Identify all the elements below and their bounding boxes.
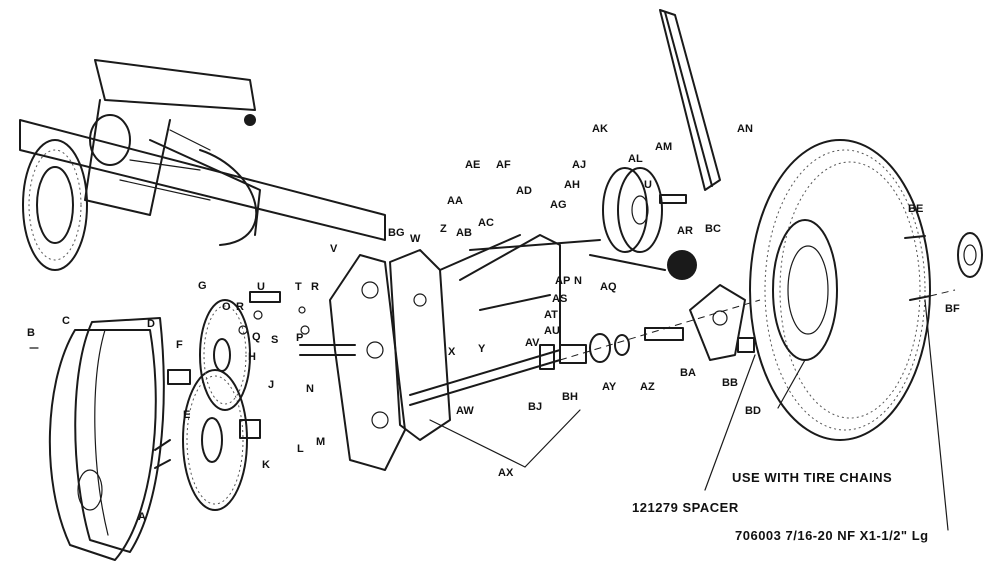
label-AK: AK <box>592 123 608 135</box>
label-O: O <box>222 301 231 313</box>
label-AP: AP <box>555 275 570 287</box>
label-AN: AN <box>737 123 753 135</box>
wheel-and-tire <box>749 139 931 441</box>
label-AD: AD <box>516 185 532 197</box>
label-AE: AE <box>465 159 480 171</box>
label-R-lower: R <box>236 301 244 313</box>
label-F: F <box>176 339 183 351</box>
bolt-and-cap <box>904 232 983 301</box>
label-AT: AT <box>544 309 558 321</box>
label-V: V <box>330 243 338 255</box>
label-AG: AG <box>550 199 567 211</box>
label-H: H <box>248 351 256 363</box>
label-BG: BG <box>388 227 405 239</box>
label-T: T <box>295 281 302 293</box>
label-J: J <box>268 379 274 391</box>
gears <box>154 299 261 511</box>
label-AL: AL <box>628 153 643 165</box>
label-BA: BA <box>680 367 696 379</box>
tractor-inset-illustration <box>19 59 386 271</box>
label-A: A <box>138 511 146 523</box>
label-P: P <box>296 332 303 344</box>
label-U-right: U <box>644 179 652 191</box>
label-AA: AA <box>447 195 463 207</box>
label-BH: BH <box>562 391 578 403</box>
label-C: C <box>62 315 70 327</box>
label-BJ: BJ <box>528 401 542 413</box>
gear-case-cover <box>29 317 165 561</box>
label-AY: AY <box>602 381 617 393</box>
label-R: R <box>311 281 319 293</box>
side-plates <box>329 249 451 471</box>
label-E: E <box>183 409 190 421</box>
label-AC: AC <box>478 217 494 229</box>
label-W: W <box>410 233 421 245</box>
label-AX: AX <box>498 467 514 479</box>
label-L: L <box>297 443 304 455</box>
label-AS: AS <box>552 293 567 305</box>
label-BD: BD <box>745 405 761 417</box>
label-AB: AB <box>456 227 472 239</box>
note-tire-chains: USE WITH TIRE CHAINS <box>732 470 892 485</box>
label-BE: BE <box>908 203 923 215</box>
label-AM: AM <box>655 141 672 153</box>
label-AR: AR <box>677 225 693 237</box>
label-Q: Q <box>252 331 261 343</box>
label-G: G <box>198 280 207 292</box>
label-AF: AF <box>496 159 511 171</box>
label-BF: BF <box>945 303 960 315</box>
axle-frame <box>409 234 761 406</box>
label-AU: AU <box>544 325 560 337</box>
label-Z: Z <box>440 223 447 235</box>
label-AJ: AJ <box>572 159 586 171</box>
label-N: N <box>306 383 314 395</box>
label-M: M <box>316 436 325 448</box>
label-N-right: N <box>574 275 582 287</box>
label-AV: AV <box>525 337 540 349</box>
wheel-hub <box>689 284 755 361</box>
note-spacer: 121279 SPACER <box>632 500 739 515</box>
label-D: D <box>147 318 155 330</box>
label-AQ: AQ <box>600 281 617 293</box>
part-labels: B C D A F E G K U O R Q H J S T R P N L … <box>27 123 960 523</box>
pulley-and-belt <box>589 9 721 280</box>
label-AZ: AZ <box>640 381 655 393</box>
label-AW: AW <box>456 405 474 417</box>
label-Y: Y <box>478 343 486 355</box>
small-hardware <box>238 291 356 356</box>
label-B: B <box>27 327 35 339</box>
note-bolt: 706003 7/16-20 NF X1-1/2" Lg <box>735 528 929 543</box>
label-BC: BC <box>705 223 721 235</box>
annotation-notes: USE WITH TIRE CHAINS 121279 SPACER 70600… <box>632 470 929 543</box>
label-AH: AH <box>564 179 580 191</box>
leader-lines <box>429 299 949 531</box>
label-BB: BB <box>722 377 738 389</box>
label-K: K <box>262 459 270 471</box>
label-X: X <box>448 346 456 358</box>
label-S: S <box>271 334 278 346</box>
label-U: U <box>257 281 265 293</box>
